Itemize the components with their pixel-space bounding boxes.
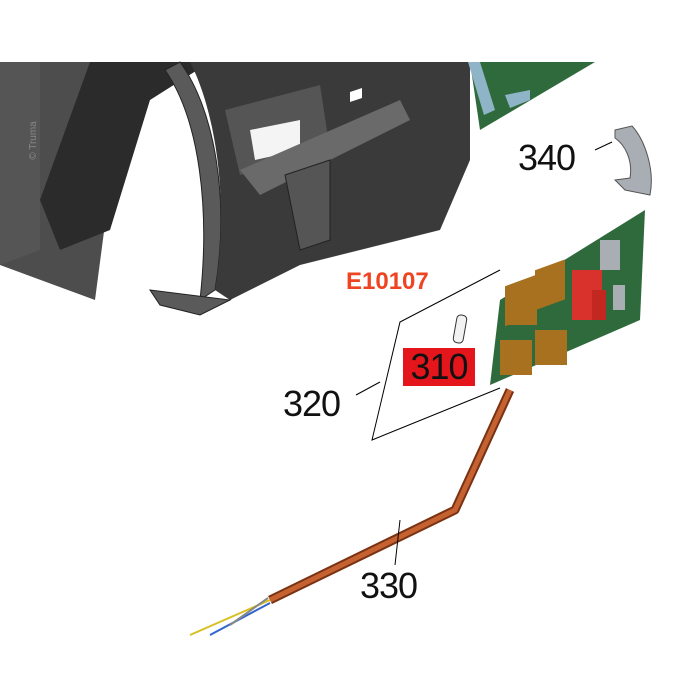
filter-board (490, 210, 645, 385)
copyright-notice: © Truma (27, 121, 39, 160)
kit-number-label: E10107 (346, 268, 429, 295)
leader-bracket-320 (355, 269, 501, 441)
heater-housing (0, 61, 470, 316)
main-control-board (468, 62, 595, 130)
leader-line-340 (594, 141, 613, 151)
cable-part-330 (189, 388, 515, 636)
fuse-part-310 (452, 314, 468, 344)
part-label-320[interactable]: 320 (283, 383, 341, 424)
part-label-330[interactable]: 330 (360, 565, 418, 606)
part-label-340[interactable]: 340 (518, 137, 576, 178)
clip-part-340 (613, 125, 652, 196)
part-label-310[interactable]: 310 (403, 348, 475, 386)
